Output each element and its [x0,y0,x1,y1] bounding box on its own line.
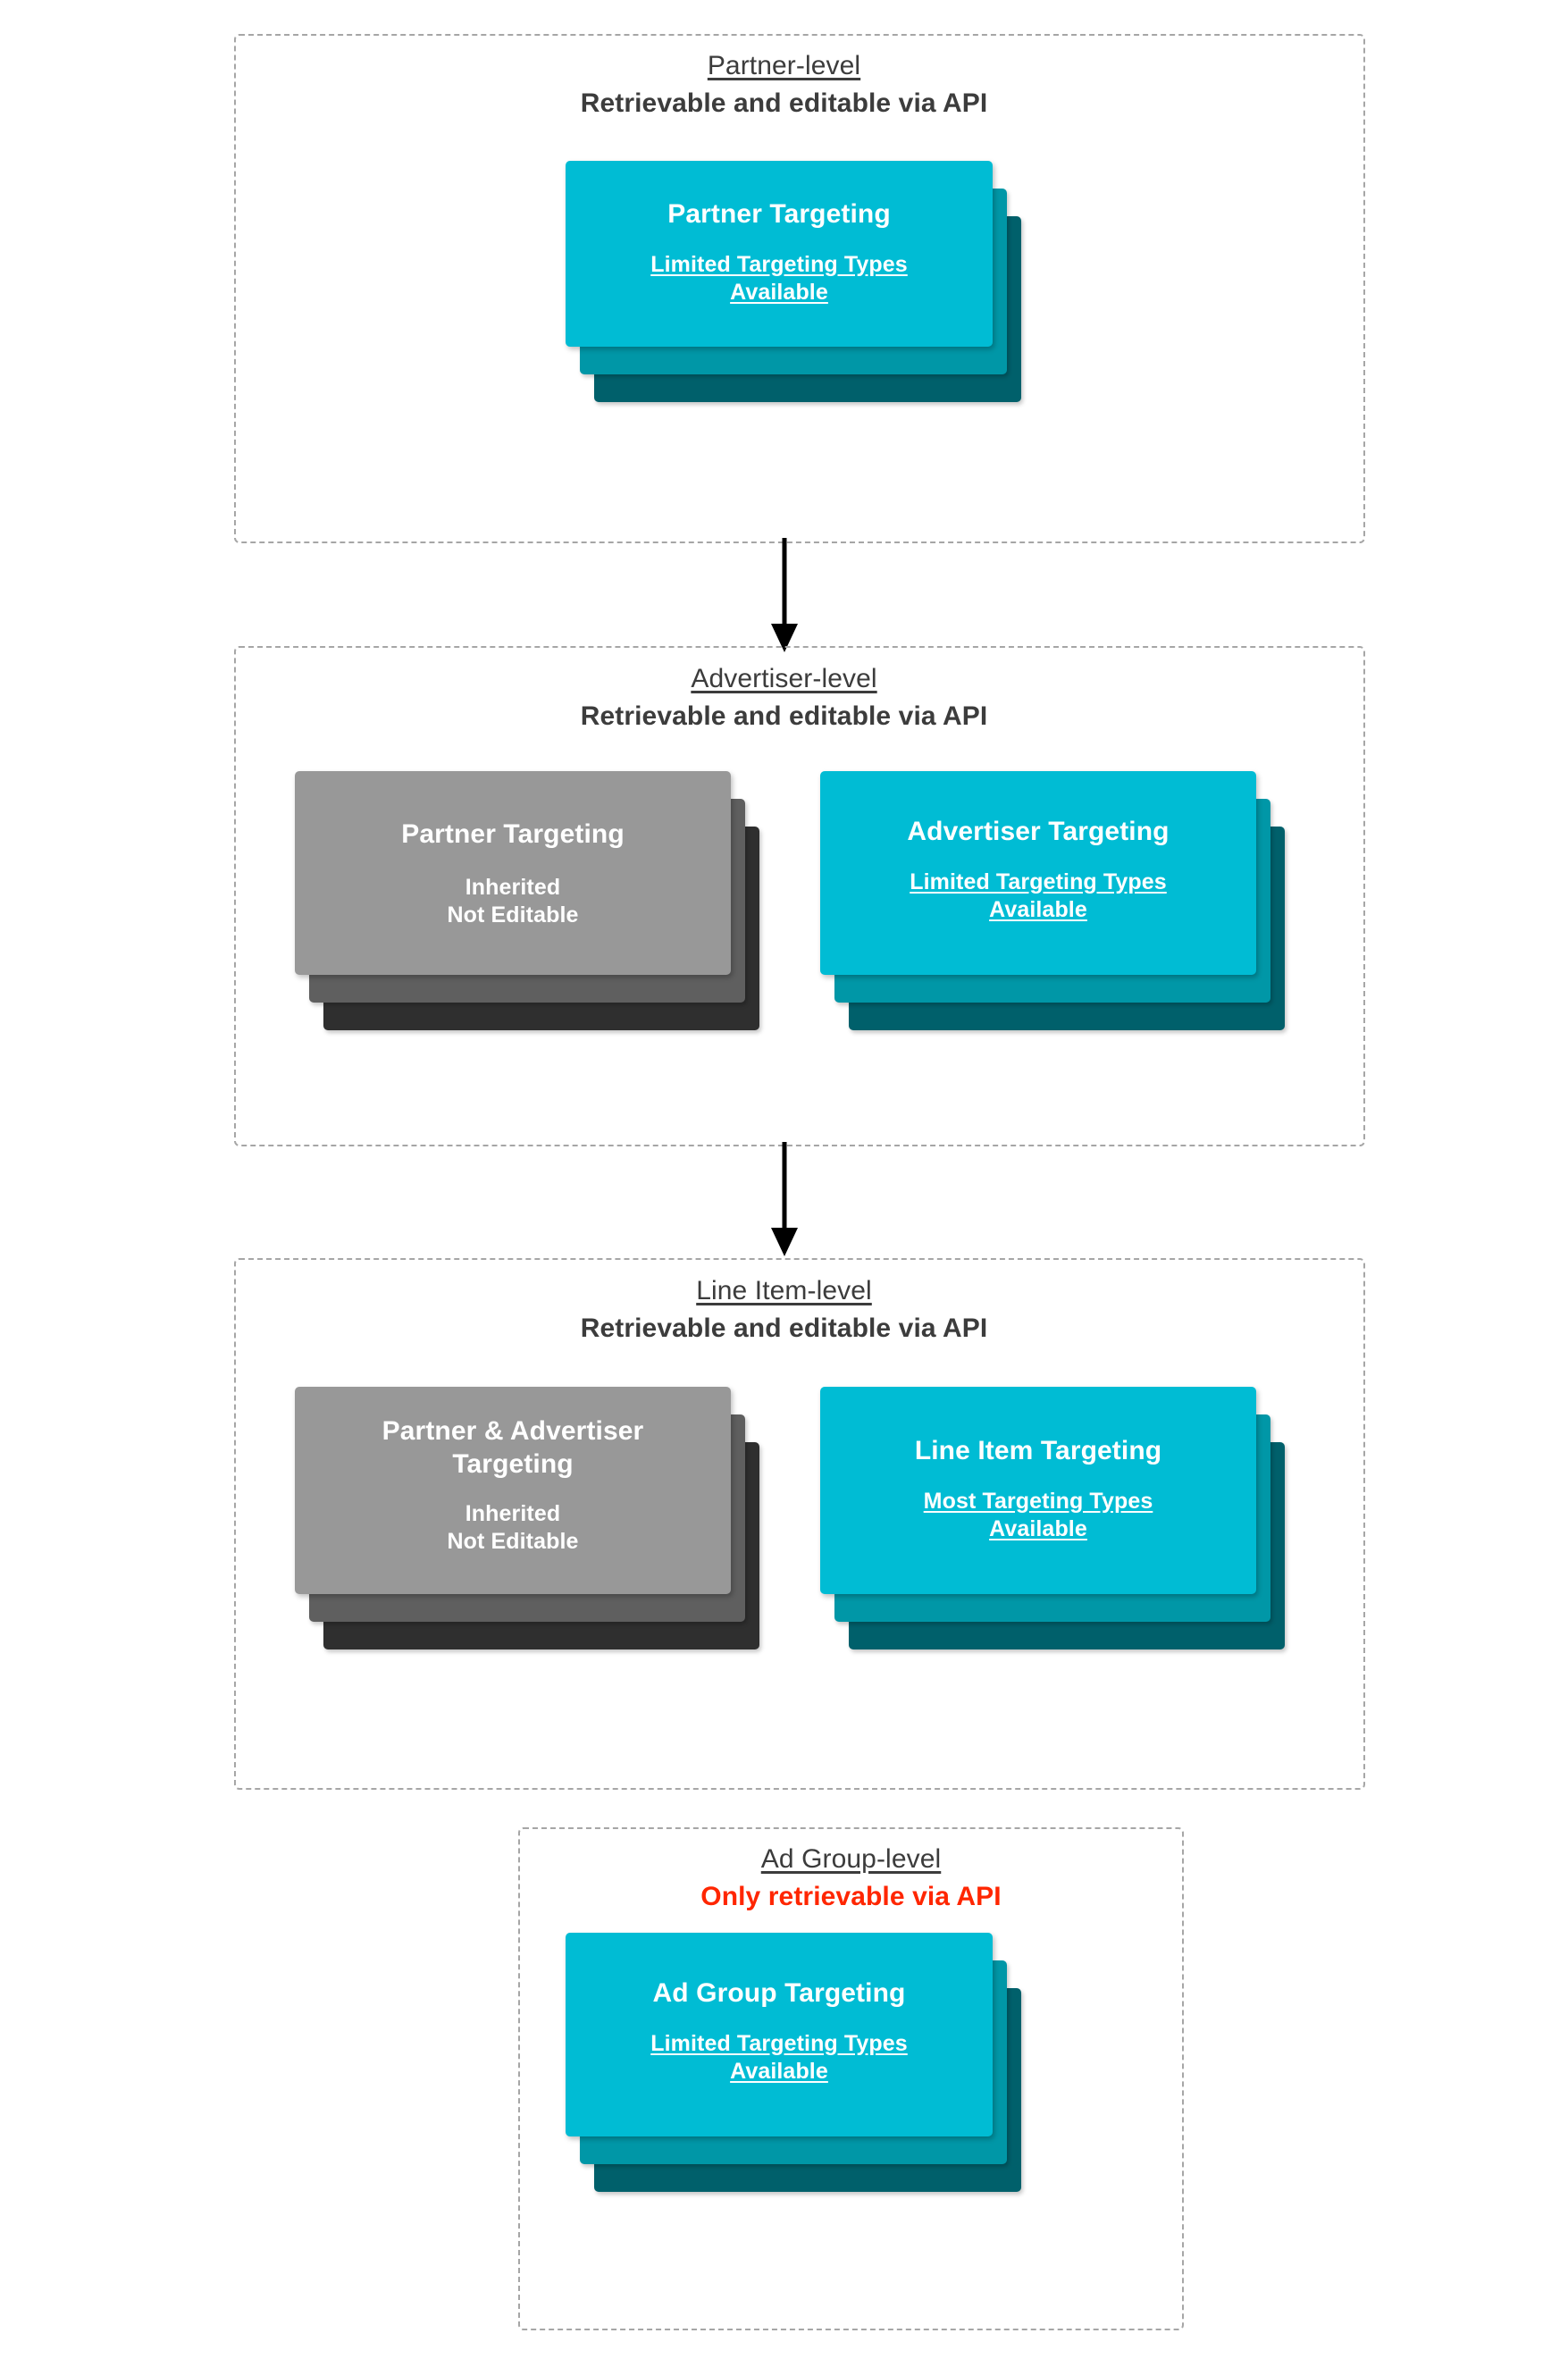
card-stack-advertiser-inherited-partner[interactable]: Partner Targeting Inherited Not Editable [295,771,777,1030]
level-container-line-item [234,1258,1365,1790]
card-note-line-2: Available [730,2058,828,2084]
card-title: Line Item Targeting [914,1436,1162,1465]
level-heading-partner: Partner-level Retrievable and editable v… [0,50,1568,120]
card-front-advertiser-targeting[interactable]: Advertiser Targeting Limited Targeting T… [820,771,1256,975]
card-stack-advertiser-targeting[interactable]: Advertiser Targeting Limited Targeting T… [820,771,1303,1030]
card-note-line-1: Most Targeting Types [923,1488,1153,1514]
card-note-line-2: Not Editable [447,1529,579,1555]
level-container-advertiser [234,646,1365,1146]
card-note: Inherited Not Editable [447,874,578,930]
card-stack-partner-targeting[interactable]: Partner Targeting Limited Targeting Type… [566,161,1039,402]
card-front-inherited-partner-advertiser-targeting[interactable]: Partner & Advertiser Targeting Inherited… [295,1387,731,1594]
card-note-line-1: Inherited [465,1501,561,1527]
level-name-partner: Partner-level [707,51,861,80]
connector-advertiser-to-line-item [771,1142,798,1256]
card-front-partner-targeting[interactable]: Partner Targeting Limited Targeting Type… [566,161,993,347]
card-stack-line-item-targeting[interactable]: Line Item Targeting Most Targeting Types… [820,1387,1303,1655]
card-note-line-1: Limited Targeting Types [910,869,1167,894]
card-note-line-2: Available [989,1515,1087,1541]
card-note: Most Targeting Types Available [924,1488,1153,1544]
level-api-note-ad-group: Only retrievable via API [700,1881,1002,1911]
level-heading-advertiser: Advertiser-level Retrievable and editabl… [0,663,1568,733]
level-heading-line-item: Line Item-level Retrievable and editable… [0,1275,1568,1345]
card-note-line-1: Inherited [465,874,561,900]
card-title: Partner & Advertiser Targeting [382,1416,644,1479]
level-container-partner [234,34,1365,543]
card-note: Limited Targeting Types Available [910,869,1167,925]
card-stack-ad-group-targeting[interactable]: Ad Group Targeting Limited Targeting Typ… [566,1933,1039,2192]
level-container-ad-group [518,1827,1184,2330]
card-title: Ad Group Targeting [652,1978,906,2008]
level-name-advertiser: Advertiser-level [691,664,877,693]
card-note-line-2: Not Editable [447,902,579,927]
level-api-note-line-item: Retrievable and editable via API [580,1313,988,1343]
card-note-line-2: Available [989,896,1087,922]
card-stack-line-item-inherited[interactable]: Partner & Advertiser Targeting Inherited… [295,1387,777,1655]
level-name-ad-group: Ad Group-level [760,1844,942,1874]
card-front-inherited-partner-targeting[interactable]: Partner Targeting Inherited Not Editable [295,771,731,975]
card-title: Partner Targeting [401,819,625,849]
card-front-ad-group-targeting[interactable]: Ad Group Targeting Limited Targeting Typ… [566,1933,993,2136]
level-name-line-item: Line Item-level [696,1276,872,1305]
card-note: Limited Targeting Types Available [650,2030,908,2086]
level-api-note-advertiser: Retrievable and editable via API [580,701,988,731]
card-note-line-1: Limited Targeting Types [650,251,908,277]
card-note: Inherited Not Editable [447,1500,578,1557]
connector-partner-to-advertiser [771,538,798,652]
level-heading-ad-group: Ad Group-level Only retrievable via API [518,1843,1184,1913]
card-note-line-2: Available [730,279,828,305]
card-front-line-item-targeting[interactable]: Line Item Targeting Most Targeting Types… [820,1387,1256,1594]
card-note-line-1: Limited Targeting Types [650,2030,908,2056]
card-title: Advertiser Targeting [907,817,1170,846]
level-api-note-partner: Retrievable and editable via API [580,88,988,118]
card-title: Partner Targeting [667,199,891,229]
card-note: Limited Targeting Types Available [650,251,908,307]
